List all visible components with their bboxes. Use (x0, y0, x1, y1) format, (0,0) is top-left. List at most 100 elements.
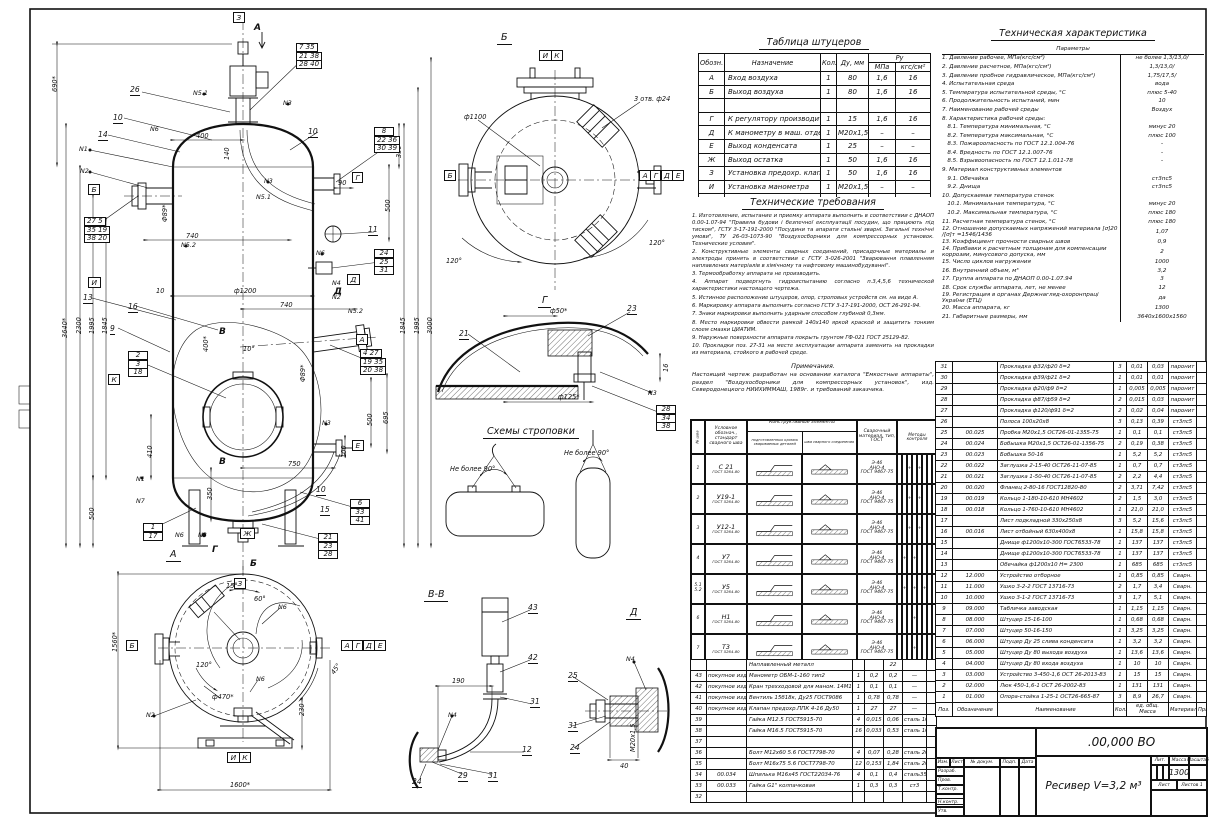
table-cell: Штуцер 15-16-100 (997, 614, 1114, 626)
table-cell: покупное изд. (706, 681, 747, 693)
table-cell: 137 (1126, 548, 1148, 560)
table-cell: 15 (1126, 669, 1148, 681)
notes-title: Примечания. (791, 362, 835, 371)
col-header: № шва (695, 430, 701, 444)
weld-cell (927, 484, 932, 514)
weld-cell (897, 514, 902, 544)
weld-cell (912, 454, 917, 484)
requirement-item: 9. Наружные поверхности аппарата покрыть… (692, 335, 910, 341)
table-cell: 0,4 (883, 769, 903, 781)
table-cell: 6 (935, 636, 953, 648)
table-cell: 2 (1113, 482, 1127, 494)
weld-cell (747, 604, 802, 634)
table-cell: 5 (935, 647, 953, 659)
table-cell (1196, 570, 1207, 582)
table-cell (1196, 405, 1207, 417)
parameter-value: 12 (1120, 284, 1203, 294)
table-cell: Е (698, 138, 725, 154)
table-cell: 0,78 (883, 692, 903, 704)
weld-cell (902, 454, 907, 484)
signature-grid: Изм. Лист № докум. Подп. Дата Разраб. Пр… (936, 728, 1036, 816)
table-cell: 1 (820, 71, 837, 86)
col-header: Методы контроля (897, 420, 937, 454)
table-cell: 31 (935, 361, 953, 373)
table-cell (1196, 438, 1207, 450)
col-header: шва сварного соединения (804, 439, 855, 444)
table-cell (1196, 581, 1207, 593)
table-cell: 0,01 (1126, 361, 1148, 373)
table-cell: Вход воздуха (724, 71, 821, 86)
table-cell: 00.021 (952, 471, 998, 483)
table-cell: 26,7 (1147, 691, 1169, 703)
table-cell: 1 (820, 125, 837, 140)
table-cell: 15,6 (1147, 515, 1169, 527)
table-cell (1196, 394, 1207, 406)
table-cell: Сварн. (1168, 658, 1197, 670)
table-cell: И (698, 179, 725, 195)
table-row: 32 (690, 791, 937, 803)
parameter-row: 8.3. Пожароопасность по ГОСТ 12.1.004-76… (942, 140, 1204, 150)
table-cell: ст3пс5 (1168, 548, 1197, 560)
table-cell: 1,6 (868, 111, 896, 127)
label-docnum: № докум. (964, 758, 1000, 767)
table-cell: 1 (820, 138, 837, 154)
table-cell: Прокладка ф87/ф59 δ=2 (997, 394, 1114, 406)
table-cell: 32 (690, 791, 707, 803)
weld-cell: + (907, 514, 912, 544)
table-cell: Сварн. (1168, 669, 1197, 681)
table-cell: 1,6 (868, 152, 896, 168)
table-cell: 0,04 (1147, 405, 1169, 417)
table-cell: 7,42 (1147, 482, 1169, 494)
table-cell: 12 (935, 570, 953, 582)
table-cell (894, 98, 932, 113)
table-cell: 1 (1113, 504, 1127, 516)
parameter-label: 11. Расчетная температура стенок, °С (942, 218, 1056, 225)
label-list: Лист (950, 758, 964, 767)
table-cell: – (868, 125, 896, 140)
weld-cell: + (917, 484, 922, 514)
weld-cell: + (917, 514, 922, 544)
parameter-value: 3 (1120, 276, 1203, 285)
table-cell: 0,1 (864, 769, 884, 781)
table-cell: 43 (690, 670, 707, 682)
table-cell: Сварн. (1168, 603, 1197, 615)
table-cell (1196, 361, 1207, 373)
table-cell (902, 791, 927, 803)
table-cell: 1 (1113, 548, 1127, 560)
weld-cell: + (912, 574, 917, 604)
table-cell: 0,015 (864, 714, 884, 726)
table-cell: 80 (836, 84, 869, 100)
table-cell: Табличка заводская (997, 603, 1114, 615)
table-cell: 00.023 (952, 449, 998, 461)
bom-header-row: Поз. Обозначение Наименование Кол. ед. о… (935, 702, 1207, 717)
weld-cell: + (912, 604, 917, 634)
table-cell: 39 (690, 714, 707, 726)
weld-cell (927, 454, 932, 484)
table-cell: 3 (1113, 361, 1127, 373)
table-cell: 7 (935, 625, 953, 637)
col-header: Прим. (1196, 702, 1207, 717)
weld-cell (902, 604, 907, 634)
table-cell: 0,2 (864, 670, 884, 682)
table-cell: 1,15 (1147, 603, 1169, 615)
table-cell: 8,9 (1126, 691, 1148, 703)
table-cell: Днище ф1200х10-300 ГОСТ6533-78 (997, 548, 1114, 560)
table-cell (1196, 449, 1207, 461)
table-cell: 12.000 (952, 570, 998, 582)
table-cell: 3 (1113, 592, 1127, 604)
table-cell: 03.000 (952, 669, 998, 681)
table-cell: ст3пс5 (1168, 438, 1197, 450)
